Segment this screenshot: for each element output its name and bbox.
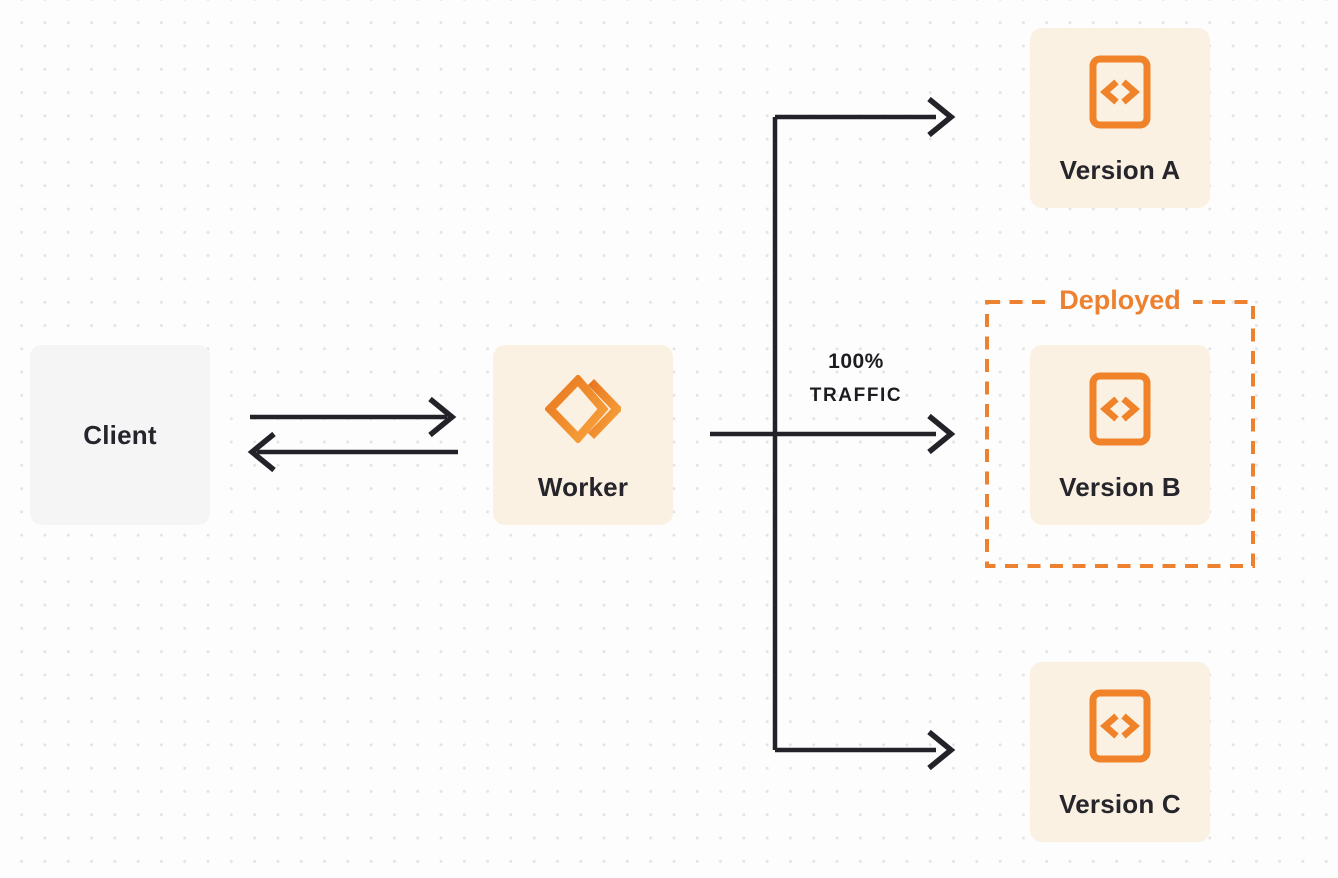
version-a-node: Version A bbox=[1030, 28, 1210, 208]
code-file-icon bbox=[1089, 55, 1151, 129]
arrowhead-left-client bbox=[247, 431, 276, 473]
version-a-label: Version A bbox=[1059, 155, 1181, 185]
cloudflare-workers-icon bbox=[545, 373, 621, 445]
arrowhead-version-c bbox=[927, 729, 956, 771]
worker-label: Worker bbox=[537, 472, 629, 502]
version-c-node: Version C bbox=[1030, 662, 1210, 842]
version-b-node: Version B bbox=[1030, 345, 1210, 525]
deployed-label: Deployed bbox=[985, 284, 1255, 321]
code-file-icon bbox=[1089, 372, 1151, 446]
worker-node: Worker bbox=[493, 345, 673, 525]
traffic-percent-text: 100% bbox=[828, 350, 884, 373]
arrowhead-version-a bbox=[927, 96, 956, 138]
traffic-annotation: 100% TRAFFIC bbox=[781, 350, 931, 407]
code-file-icon bbox=[1089, 689, 1151, 763]
deployed-label-text: Deployed bbox=[1047, 284, 1193, 316]
client-node: Client bbox=[30, 345, 210, 525]
client-label: Client bbox=[83, 419, 157, 450]
arrowhead-version-b bbox=[927, 413, 956, 455]
version-b-label: Version B bbox=[1059, 472, 1181, 502]
traffic-word-text: TRAFFIC bbox=[809, 385, 903, 406]
version-c-label: Version C bbox=[1059, 789, 1181, 819]
arrowhead-right-client bbox=[428, 396, 457, 438]
